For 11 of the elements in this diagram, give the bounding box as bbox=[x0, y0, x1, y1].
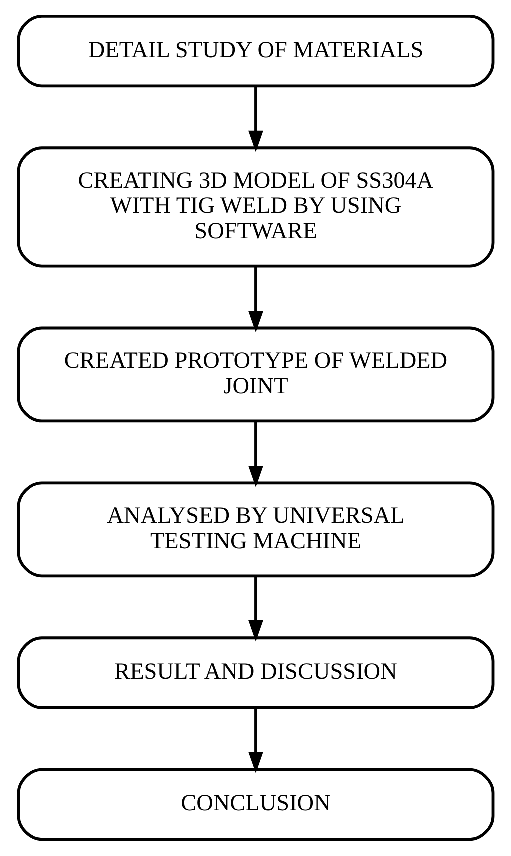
node-box: CREATED PROTOTYPE OF WELDED JOINT bbox=[16, 326, 494, 423]
arrow bbox=[248, 86, 263, 152]
node-box: CREATING 3D MODEL OF SS304A WITH TIG WELD BY USING SOFTWARE bbox=[16, 146, 494, 268]
arrow bbox=[248, 422, 263, 488]
arrow bbox=[248, 576, 263, 642]
node-box: ANALYSED BY UNIVERSAL TESTING MACHINE bbox=[16, 482, 494, 578]
arrow bbox=[248, 266, 263, 333]
node-box: RESULT AND DISCUSSION bbox=[16, 636, 494, 710]
node-box: DETAIL STUDY OF MATERIALS bbox=[16, 14, 494, 88]
arrow bbox=[248, 708, 263, 774]
node-box: CONCLUSION bbox=[16, 768, 494, 842]
